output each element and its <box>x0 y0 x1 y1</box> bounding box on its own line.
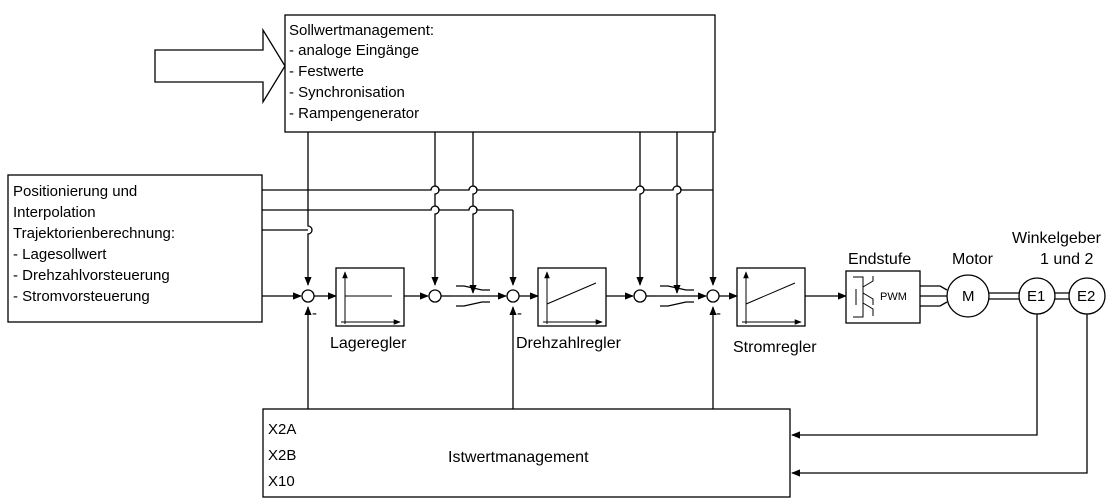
endstufe-label: Endstufe <box>848 251 911 268</box>
positionierung-block: Positionierung und Interpolation Trajekt… <box>7 174 263 323</box>
sollwert-line-d <box>636 132 645 286</box>
motor-symbol: M <box>962 288 975 305</box>
sollwert-item: - Synchronisation <box>289 84 405 101</box>
stromregler-label: Stromregler <box>733 339 817 356</box>
drehzahlregler-label: Drehzahlregler <box>516 335 622 352</box>
sollwert-line-c <box>469 132 478 294</box>
sollwert-management-block: Sollwertmanagement: - analoge Eingänge -… <box>284 14 716 133</box>
minus-sign: - <box>312 305 317 322</box>
summing-junction-4 <box>633 289 647 303</box>
sollwert-item: - analoge Eingänge <box>289 42 419 59</box>
e1-label: E1 <box>1027 288 1045 305</box>
setpoint-input-arrow <box>154 27 286 105</box>
phase-lines <box>920 285 948 307</box>
lageregler-block: Lageregler <box>330 267 407 352</box>
drehzahlregler-block: Drehzahlregler <box>516 267 622 352</box>
motor-label: Motor <box>952 251 994 268</box>
endstufe-block: Endstufe PWM <box>845 251 921 324</box>
feedback-e2 <box>791 314 1088 477</box>
sollwert-line-e <box>673 132 682 294</box>
sollwert-line-a <box>304 132 313 286</box>
limiter-2 <box>656 285 698 307</box>
e2-label: E2 <box>1077 288 1095 305</box>
istwert-management-block: X2A X2B X10 Istwertmanagement <box>262 408 791 498</box>
sollwert-item: - Festwerte <box>289 63 364 80</box>
motor-block: Motor M <box>946 251 994 318</box>
sollwert-line-b <box>431 132 440 286</box>
sollwert-title: Sollwertmanagement: <box>289 22 434 39</box>
winkelgeber-label-1: Winkelgeber <box>1012 230 1102 247</box>
lageregler-label: Lageregler <box>330 335 407 352</box>
positionierung-line: - Drehzahlvorsteuerung <box>13 267 170 284</box>
minus-sign: - <box>716 305 721 322</box>
shaft-lines <box>989 292 1069 300</box>
istwert-input-label: X10 <box>268 473 295 490</box>
istwert-input-label: X2B <box>268 447 296 464</box>
minus-sign: - <box>517 305 522 322</box>
positionierung-line: - Stromvorsteuerung <box>13 288 150 305</box>
feedback-e1 <box>791 314 1038 439</box>
winkelgeber-label-2: 1 und 2 <box>1040 251 1093 268</box>
positionierung-line: - Lagesollwert <box>13 246 107 263</box>
summing-junction-3 <box>506 289 520 303</box>
feedforward-line-1 <box>262 185 713 191</box>
positionierung-line: Positionierung und <box>13 183 137 200</box>
sollwert-item: - Rampengenerator <box>289 105 419 122</box>
winkelgeber-block: Winkelgeber 1 und 2 E1 E2 <box>1012 230 1106 315</box>
summing-junction-5 <box>706 289 720 303</box>
istwert-input-label: X2A <box>268 421 296 438</box>
positionierung-line: Interpolation <box>13 204 96 221</box>
summing-junction-1 <box>301 289 315 303</box>
stromregler-block: Stromregler <box>733 267 817 356</box>
summing-junction-2 <box>428 289 442 303</box>
pwm-label: PWM <box>880 291 907 303</box>
positionierung-line: Trajektorienberechnung: <box>13 225 175 242</box>
limiter-1 <box>452 285 496 307</box>
istwert-title: Istwertmanagement <box>448 449 589 466</box>
